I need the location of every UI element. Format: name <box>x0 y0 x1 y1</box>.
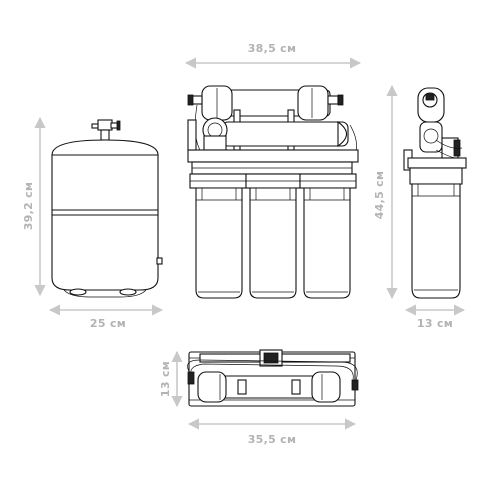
ro-system-side-view <box>403 87 467 299</box>
top-view-width-label: 35,5 см <box>248 433 297 446</box>
ro-system-top-view <box>187 349 359 407</box>
dimension-system-width: 38,5 см <box>184 42 362 69</box>
dimension-system-depth: 13 см <box>404 304 466 330</box>
top-view-depth-label: 13 см <box>159 361 172 397</box>
dimension-top-view-depth: 13 см <box>159 350 183 408</box>
dimension-tank-height: 39,2 см <box>22 116 46 297</box>
dimension-tank-width: 25 см <box>48 304 164 330</box>
system-width-label: 38,5 см <box>248 42 297 55</box>
system-depth-label: 13 см <box>417 317 453 330</box>
system-height-label: 44,5 см <box>373 171 386 220</box>
tank-width-label: 25 см <box>90 317 126 330</box>
dimension-top-view-width: 35,5 см <box>187 418 357 446</box>
storage-tank <box>51 119 163 298</box>
tank-height-label: 39,2 см <box>22 182 35 231</box>
ro-system-front-view <box>187 85 359 299</box>
dimension-system-height: 44,5 см <box>373 84 398 300</box>
